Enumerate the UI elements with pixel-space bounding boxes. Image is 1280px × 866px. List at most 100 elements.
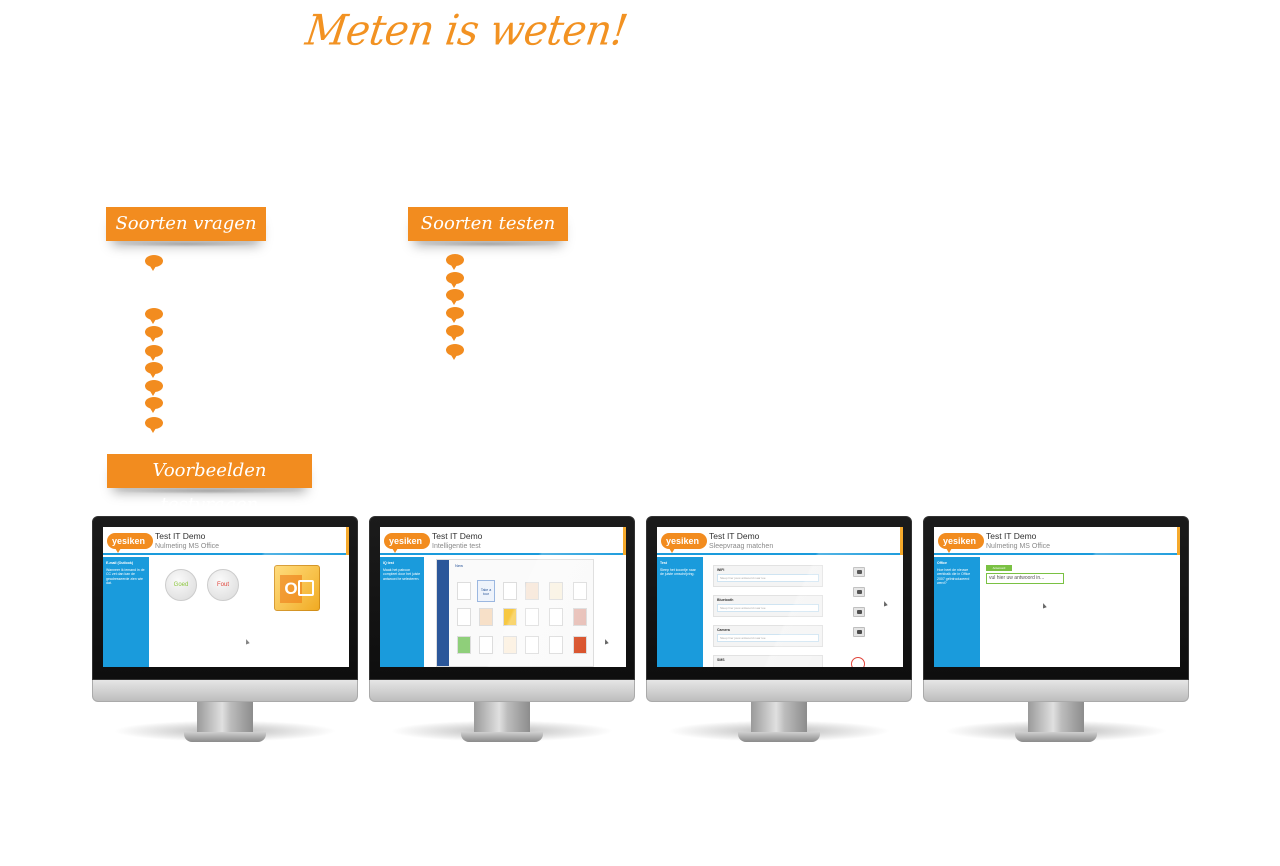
app-subtitle: Intelligentie test xyxy=(432,543,481,550)
banner-examples: Voorbeelden testvragen xyxy=(107,454,312,515)
question-sidebar: Office Hoe heet de nieuwe werkbalk die i… xyxy=(934,557,980,667)
question-sidebar: Test Sleep het icoontje naar de juiste o… xyxy=(657,557,703,667)
template-tile xyxy=(525,636,539,654)
monitor-1: yesiken Test IT Demo Nulmeting MS Office… xyxy=(92,516,358,746)
bullet-icon xyxy=(145,326,163,342)
wifi-drag-icon[interactable] xyxy=(853,587,865,597)
monitor-neck xyxy=(197,702,253,732)
drop-zone-wifi[interactable]: WiFi Sleep hier jouw antwoord naar toe xyxy=(713,565,823,587)
sidebar-heading: E-mail (Outlook) xyxy=(106,561,134,565)
bullet-icon xyxy=(446,254,464,270)
app-header: yesiken Test IT Demo Nulmeting MS Office xyxy=(103,527,349,555)
outlook-icon: O xyxy=(274,565,320,611)
bullet-icon xyxy=(145,362,163,378)
sidebar-heading: Test xyxy=(660,561,667,565)
drop-zone-field[interactable]: Sleep hier jouw antwoord naar toe xyxy=(717,634,819,642)
template-tile xyxy=(503,608,517,626)
answer-tag: Antwoord xyxy=(986,565,1012,571)
template-tile xyxy=(573,636,587,654)
bullet-icon xyxy=(145,417,163,433)
app-header: yesiken Test IT Demo Sleepvraag matchen xyxy=(657,527,903,555)
monitor-4: yesiken Test IT Demo Nulmeting MS Office… xyxy=(923,516,1189,746)
monitor-bezel: yesiken Test IT Demo Sleepvraag matchen … xyxy=(646,516,912,680)
monitor-chin xyxy=(92,680,358,702)
app-subtitle: Nulmeting MS Office xyxy=(986,543,1051,550)
drop-zone-bluetooth[interactable]: Bluetooth Sleep hier jouw antwoord naar … xyxy=(713,595,823,617)
app-title: Test IT Demo xyxy=(432,531,483,541)
bullet-icon xyxy=(145,380,163,396)
monitor-chin xyxy=(369,680,635,702)
monitor-screen: yesiken Test IT Demo Nulmeting MS Office… xyxy=(934,527,1180,667)
drop-zone-camera[interactable]: Camera Sleep hier jouw antwoord naar toe xyxy=(713,625,823,647)
template-tile xyxy=(573,608,587,626)
yesiken-logo: yesiken xyxy=(384,533,430,553)
sidebar-text: Sleep het icoontje naar de juiste omschr… xyxy=(660,567,696,577)
monitor-foot xyxy=(461,732,543,742)
template-tile xyxy=(503,636,517,654)
app-header: yesiken Test IT Demo Nulmeting MS Office xyxy=(934,527,1180,555)
good-button[interactable]: Goed xyxy=(165,569,197,601)
banner-question-types: Soorten vragen xyxy=(106,207,266,247)
banner-test-types: Soorten testen xyxy=(408,207,568,247)
monitor-screen: yesiken Test IT Demo Sleepvraag matchen … xyxy=(657,527,903,667)
app-title: Test IT Demo xyxy=(986,531,1037,541)
monitor-foot xyxy=(184,732,266,742)
wrong-button[interactable]: Fout xyxy=(207,569,239,601)
bullet-icon xyxy=(145,397,163,413)
bullet-icon xyxy=(145,345,163,361)
question-content: WiFi Sleep hier jouw antwoord naar toe B… xyxy=(703,557,903,667)
mouse-cursor-icon xyxy=(1041,602,1047,609)
monitor-neck xyxy=(751,702,807,732)
monitor-bezel: yesiken Test IT Demo Nulmeting MS Office… xyxy=(92,516,358,680)
monitor-bezel: yesiken Test IT Demo Nulmeting MS Office… xyxy=(923,516,1189,680)
sidebar-text: Wanneer ik iemand in de CC zet dan kan d… xyxy=(106,567,145,586)
yesiken-logo: yesiken xyxy=(938,533,984,553)
template-tile xyxy=(457,636,471,654)
app-title: Test IT Demo xyxy=(155,531,206,541)
headline: Meten is weten! xyxy=(302,6,631,56)
tour-tile: Take a tour xyxy=(477,580,495,602)
sms-drag-icon[interactable] xyxy=(853,607,865,617)
monitor-2: yesiken Test IT Demo Intelligentie test … xyxy=(369,516,635,746)
monitor-screen: yesiken Test IT Demo Nulmeting MS Office… xyxy=(103,527,349,667)
drop-zone-label: Bluetooth xyxy=(717,598,734,602)
monitor-neck xyxy=(1028,702,1084,732)
app-subtitle: Sleepvraag matchen xyxy=(709,543,774,550)
template-tile xyxy=(549,608,563,626)
template-tile xyxy=(549,582,563,600)
monitor-3: yesiken Test IT Demo Sleepvraag matchen … xyxy=(646,516,912,746)
template-tile xyxy=(479,608,493,626)
monitor-bezel: yesiken Test IT Demo Intelligentie test … xyxy=(369,516,635,680)
monitor-chin xyxy=(646,680,912,702)
sidebar-heading: IQ test xyxy=(383,561,394,565)
bullet-icon xyxy=(446,307,464,323)
bullet-icon xyxy=(446,289,464,305)
monitor-screen: yesiken Test IT Demo Intelligentie test … xyxy=(380,527,626,667)
template-tile xyxy=(479,636,493,654)
bluetooth-drag-icon[interactable] xyxy=(853,627,865,637)
camera-drag-icon[interactable] xyxy=(853,567,865,577)
drop-zone-field[interactable]: Sleep hier jouw antwoord naar toe xyxy=(717,604,819,612)
app-header: yesiken Test IT Demo Intelligentie test xyxy=(380,527,626,555)
bullet-icon xyxy=(145,308,163,324)
template-tile xyxy=(503,582,517,600)
template-tile xyxy=(549,636,563,654)
word-screenshot: New Take a tour xyxy=(436,559,594,667)
app-subtitle: Nulmeting MS Office xyxy=(155,543,220,550)
sidebar-heading: Office xyxy=(937,561,947,565)
monitor-neck xyxy=(474,702,530,732)
drop-zone-field[interactable]: Sleep hier jouw antwoord naar toe xyxy=(717,574,819,582)
no-sign-icon xyxy=(851,657,865,667)
answer-input[interactable]: vul hier uw antwoord in... xyxy=(986,573,1064,584)
question-sidebar: E-mail (Outlook) Wanneer ik iemand in de… xyxy=(103,557,149,667)
question-content: Goed Fout O xyxy=(149,557,349,667)
mouse-cursor-icon xyxy=(244,638,250,645)
mouse-cursor-icon xyxy=(882,600,888,607)
bullet-icon xyxy=(446,344,464,360)
drop-zone-label: WiFi xyxy=(717,568,725,572)
sidebar-text: Maak het patroon compleet door het juist… xyxy=(383,567,421,581)
drop-zone-label: Camera xyxy=(717,628,730,632)
template-tile xyxy=(457,582,471,600)
drop-zone-sms[interactable]: SMS xyxy=(713,655,823,667)
yesiken-logo: yesiken xyxy=(661,533,707,553)
